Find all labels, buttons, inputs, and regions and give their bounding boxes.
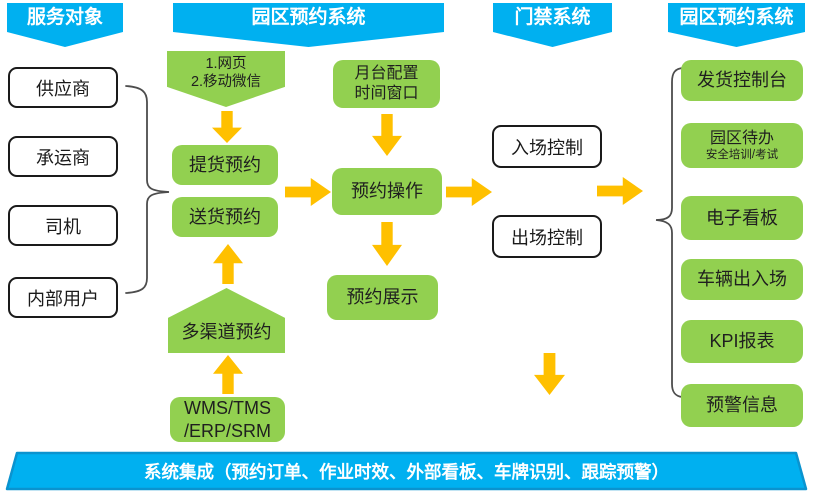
arrow-reservation-to-operate-icon: [285, 178, 331, 206]
exit-control-label: 出场控制: [511, 227, 583, 248]
booking-channel-wechat-label: 2.移动微信: [190, 74, 262, 91]
reservation-display-label: 预约展示: [346, 287, 419, 308]
reservation-operate-label: 预约操作: [351, 181, 423, 202]
output-kpi-report-label: KPI报表: [709, 331, 775, 352]
output-park-todo-label: 园区待办: [709, 129, 774, 147]
dock-config-line2: 时间窗口: [354, 85, 419, 102]
system-integration-banner: 系统集成（预约订单、作业时效、外部看板、车牌识别、跟踪预警）: [7, 452, 806, 490]
arrow-multichannel-to-delivery-icon: [213, 244, 243, 284]
output-e-board-box: 电子看板: [681, 196, 803, 240]
exit-control-box: 出场控制: [492, 215, 602, 258]
system-integration-label: 系统集成（预约订单、作业时效、外部看板、车牌识别、跟踪预警）: [144, 461, 669, 482]
output-vehicle-inout-label: 车辆出入场: [697, 269, 787, 290]
service-object-driver-label: 司机: [45, 216, 81, 237]
entry-control-box: 入场控制: [492, 125, 602, 168]
service-object-internal-user-label: 内部用户: [27, 288, 99, 309]
output-kpi-report-box: KPI报表: [681, 320, 803, 363]
banner-park-reservation-system-right-label: 园区预约系统: [679, 7, 794, 28]
arrow-gate-to-outputs-icon: [597, 177, 643, 205]
multi-channel-reservation-label: 多渠道预约: [181, 322, 272, 342]
banner-service-objects: 服务对象: [7, 3, 123, 47]
arrow-dock-to-operate-icon: [372, 114, 402, 156]
external-systems-line1: WMS/TMS: [184, 398, 271, 418]
pickup-reservation-label: 提货预约: [189, 154, 261, 175]
output-shipping-console-label: 发货控制台: [697, 70, 787, 91]
output-vehicle-inout-box: 车辆出入场: [681, 259, 803, 300]
pickup-reservation-box: 提货预约: [172, 145, 278, 185]
right-curly-brace: [655, 67, 685, 398]
banner-park-reservation-system: 园区预约系统: [173, 3, 444, 47]
reservation-operate-box: 预约操作: [332, 168, 442, 215]
arrow-gate-to-integration-icon: [534, 353, 565, 395]
left-curly-brace: [125, 85, 170, 294]
arrow-external-to-multichannel-icon: [213, 355, 243, 394]
arrow-channels-to-pickup-icon: [212, 111, 242, 143]
banner-service-objects-label: 服务对象: [26, 7, 103, 28]
output-shipping-console-box: 发货控制台: [681, 60, 803, 101]
service-object-carrier: 承运商: [8, 136, 118, 177]
banner-park-reservation-system-label: 园区预约系统: [251, 7, 366, 28]
arrow-operate-to-gate-icon: [446, 178, 492, 206]
output-e-board-label: 电子看板: [706, 207, 778, 228]
banner-access-control-system: 门禁系统: [493, 3, 612, 47]
output-park-todo-sub: 安全培训/考试: [705, 148, 779, 161]
output-park-todo-box: 园区待办 安全培训/考试: [681, 123, 803, 168]
arrow-operate-to-display-icon: [372, 222, 402, 266]
entry-control-label: 入场控制: [511, 137, 583, 158]
booking-channel-web-label: 1.网页: [205, 56, 247, 72]
banner-park-reservation-system-right: 园区预约系统: [668, 3, 805, 47]
banner-access-control-system-label: 门禁系统: [514, 7, 591, 28]
reservation-display-box: 预约展示: [327, 275, 438, 320]
service-object-carrier-label: 承运商: [36, 147, 90, 168]
service-object-driver: 司机: [8, 205, 118, 246]
booking-channels-shape: 1.网页 2.移动微信: [167, 51, 285, 107]
output-alert-info-box: 预警信息: [681, 384, 803, 427]
delivery-reservation-label: 送货预约: [189, 206, 261, 227]
external-systems-box: WMS/TMS /ERP/SRM: [170, 397, 285, 442]
dock-config-box: 月台配置 时间窗口: [333, 60, 440, 108]
dock-config-line1: 月台配置: [354, 65, 419, 82]
service-object-supplier-label: 供应商: [36, 78, 90, 99]
delivery-reservation-box: 送货预约: [172, 197, 278, 237]
service-object-internal-user: 内部用户: [8, 277, 118, 318]
multi-channel-reservation-shape: 多渠道预约: [168, 288, 285, 353]
output-alert-info-label: 预警信息: [706, 395, 778, 416]
external-systems-line2: /ERP/SRM: [183, 420, 271, 441]
service-object-supplier: 供应商: [8, 67, 118, 108]
